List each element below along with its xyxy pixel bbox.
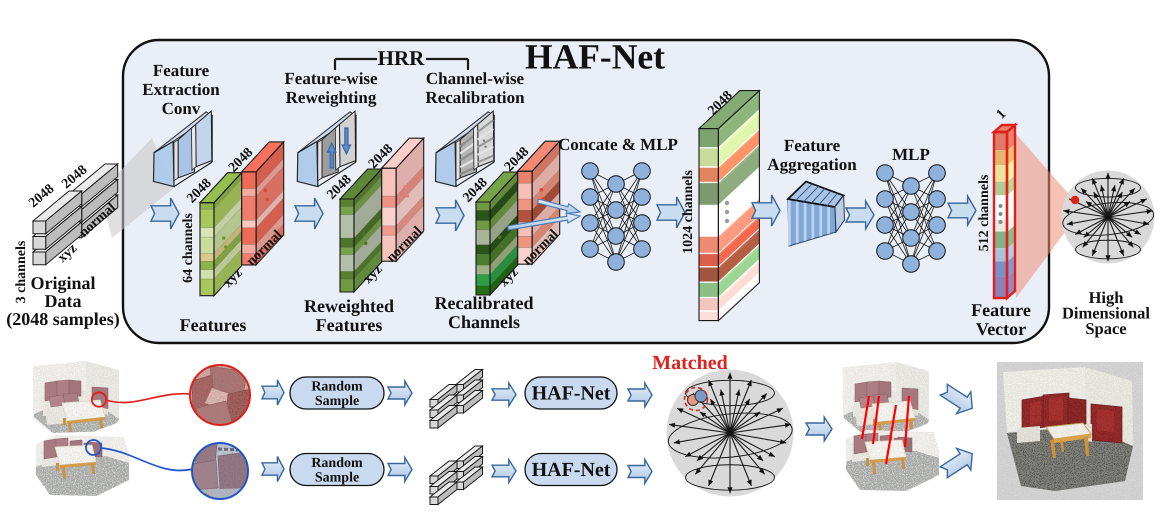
svg-text:Channel-wise: Channel-wise xyxy=(426,69,525,88)
svg-text:Feature: Feature xyxy=(153,61,210,80)
svg-text:Vector: Vector xyxy=(976,319,1026,339)
svg-text:Recalibrated: Recalibrated xyxy=(435,293,534,313)
svg-text:Data: Data xyxy=(45,291,82,311)
svg-text:Reweighting: Reweighting xyxy=(286,88,377,107)
svg-text:Sample: Sample xyxy=(315,394,359,409)
svg-text:Reweighted: Reweighted xyxy=(304,296,394,316)
svg-text:High: High xyxy=(1089,288,1124,307)
svg-text:HAF-Net: HAF-Net xyxy=(525,37,665,77)
svg-text:Dimensional: Dimensional xyxy=(1062,304,1150,323)
svg-text:HAF-Net: HAF-Net xyxy=(532,383,611,405)
svg-text:3 channels: 3 channels xyxy=(14,240,29,303)
svg-text:1024 channels: 1024 channels xyxy=(681,170,696,254)
svg-text:Features: Features xyxy=(316,315,383,335)
svg-text:64 channels: 64 channels xyxy=(181,213,196,283)
svg-text:MLP: MLP xyxy=(892,145,930,164)
svg-text:HRR: HRR xyxy=(378,46,426,70)
svg-text:(2048 samples): (2048 samples) xyxy=(6,309,120,329)
svg-text:Concate & MLP: Concate & MLP xyxy=(558,135,678,154)
svg-text:Space: Space xyxy=(1085,319,1126,338)
svg-text:Original: Original xyxy=(30,273,95,293)
svg-text:Feature: Feature xyxy=(971,300,1031,320)
svg-text:Aggregation: Aggregation xyxy=(767,155,857,174)
svg-text:Conv: Conv xyxy=(162,99,201,118)
svg-text:Matched: Matched xyxy=(652,352,728,374)
svg-text:Feature-wise: Feature-wise xyxy=(284,69,378,88)
svg-text:Sample: Sample xyxy=(315,471,359,486)
svg-text:Channels: Channels xyxy=(448,312,520,332)
svg-text:Features: Features xyxy=(180,315,247,335)
svg-text:Recalibration: Recalibration xyxy=(425,88,525,107)
svg-text:HAF-Net: HAF-Net xyxy=(532,459,611,481)
svg-text:Extraction: Extraction xyxy=(142,80,220,99)
svg-text:512 channels: 512 channels xyxy=(977,174,992,251)
svg-text:Random: Random xyxy=(311,456,363,471)
svg-text:Feature: Feature xyxy=(784,136,841,155)
svg-text:Random: Random xyxy=(311,380,363,395)
